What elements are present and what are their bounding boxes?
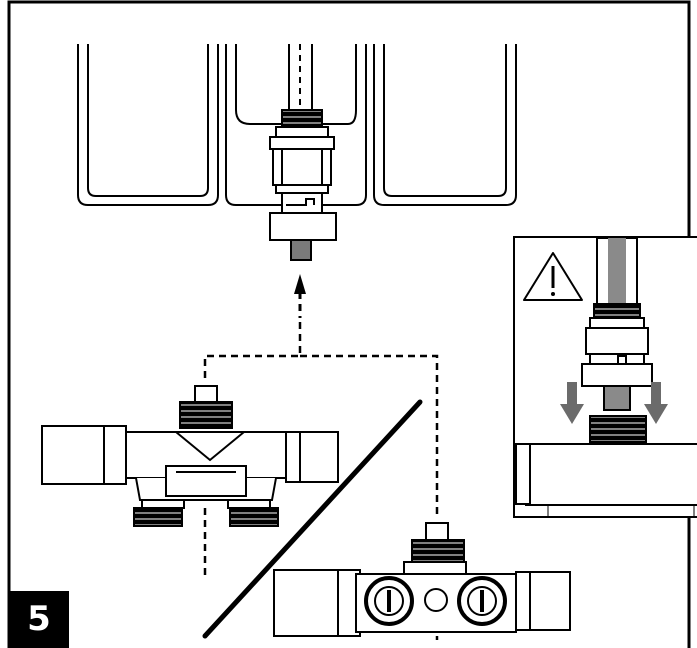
valve-inline-right [273,522,571,637]
warning-triangle-icon [523,252,583,301]
arrow-down-icon [560,382,668,424]
valve-tee-left [41,385,339,527]
radiator-connection [269,109,337,261]
step-number-badge: 5 [9,591,69,648]
detail-inset [513,236,697,518]
arrow-up-icon [294,274,306,318]
alternative-divider [202,399,423,639]
